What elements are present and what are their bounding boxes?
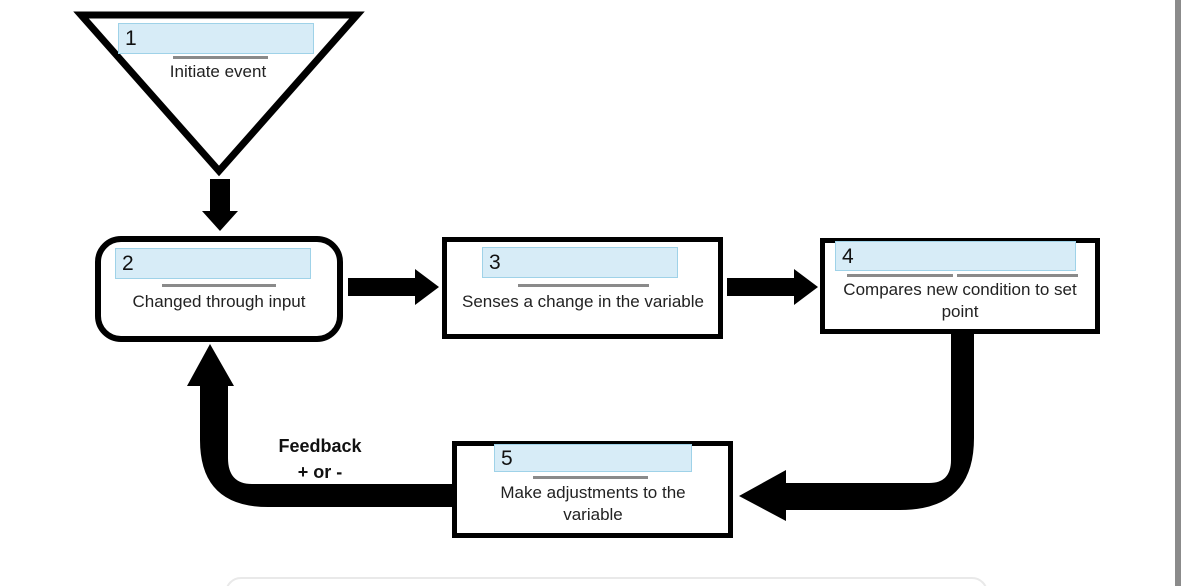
step-2-label: Changed through input xyxy=(132,292,306,311)
scrollbar[interactable] xyxy=(1175,0,1181,586)
step-3-label: Senses a change in the variable xyxy=(462,292,704,311)
bottom-panel xyxy=(225,577,988,586)
step-5-answer-input[interactable]: 5 xyxy=(494,444,692,472)
step-4-answer-input[interactable]: 4 xyxy=(835,241,1076,271)
step-2-answer-input[interactable]: 2 xyxy=(115,248,311,279)
step-4-box xyxy=(820,238,1100,334)
step-5-box xyxy=(452,441,733,538)
step-1-triangle-shape xyxy=(73,11,365,177)
step-1-blank-line xyxy=(173,56,268,59)
arrow-step4-to-step5 xyxy=(739,334,974,521)
step-3-box xyxy=(442,237,723,339)
step-3-blank-line xyxy=(518,284,649,287)
step-4-number: 4 xyxy=(842,245,854,268)
step-1-label: Initiate event xyxy=(169,62,267,81)
step-5-blank-line xyxy=(533,476,648,479)
step-3-number: 3 xyxy=(489,251,501,274)
step-2-blank-line xyxy=(162,284,276,287)
step-4-blank-line-2 xyxy=(957,274,1078,277)
step-2-box xyxy=(95,236,343,342)
feedback-annotation: Feedback + or - xyxy=(245,433,395,485)
step-1-number: 1 xyxy=(125,27,137,50)
arrow-step3-to-step4 xyxy=(727,269,818,305)
feedback-annotation-line2: + or - xyxy=(297,462,343,482)
arrow-step1-to-step2 xyxy=(202,179,238,231)
arrow-feedback-step5-to-step2 xyxy=(187,344,452,507)
step-4-label: Compares new condition to set point xyxy=(843,280,1077,321)
step-3-answer-input[interactable]: 3 xyxy=(482,247,678,278)
step-1-answer-input[interactable]: 1 xyxy=(118,23,314,54)
step-5-number: 5 xyxy=(501,447,513,470)
arrow-step2-to-step3 xyxy=(348,269,439,305)
step-4-blank-line-1 xyxy=(847,274,953,277)
step-2-number: 2 xyxy=(122,252,134,275)
feedback-annotation-line1: Feedback xyxy=(278,436,362,456)
step-5-label: Make adjustments to the variable xyxy=(500,483,686,524)
